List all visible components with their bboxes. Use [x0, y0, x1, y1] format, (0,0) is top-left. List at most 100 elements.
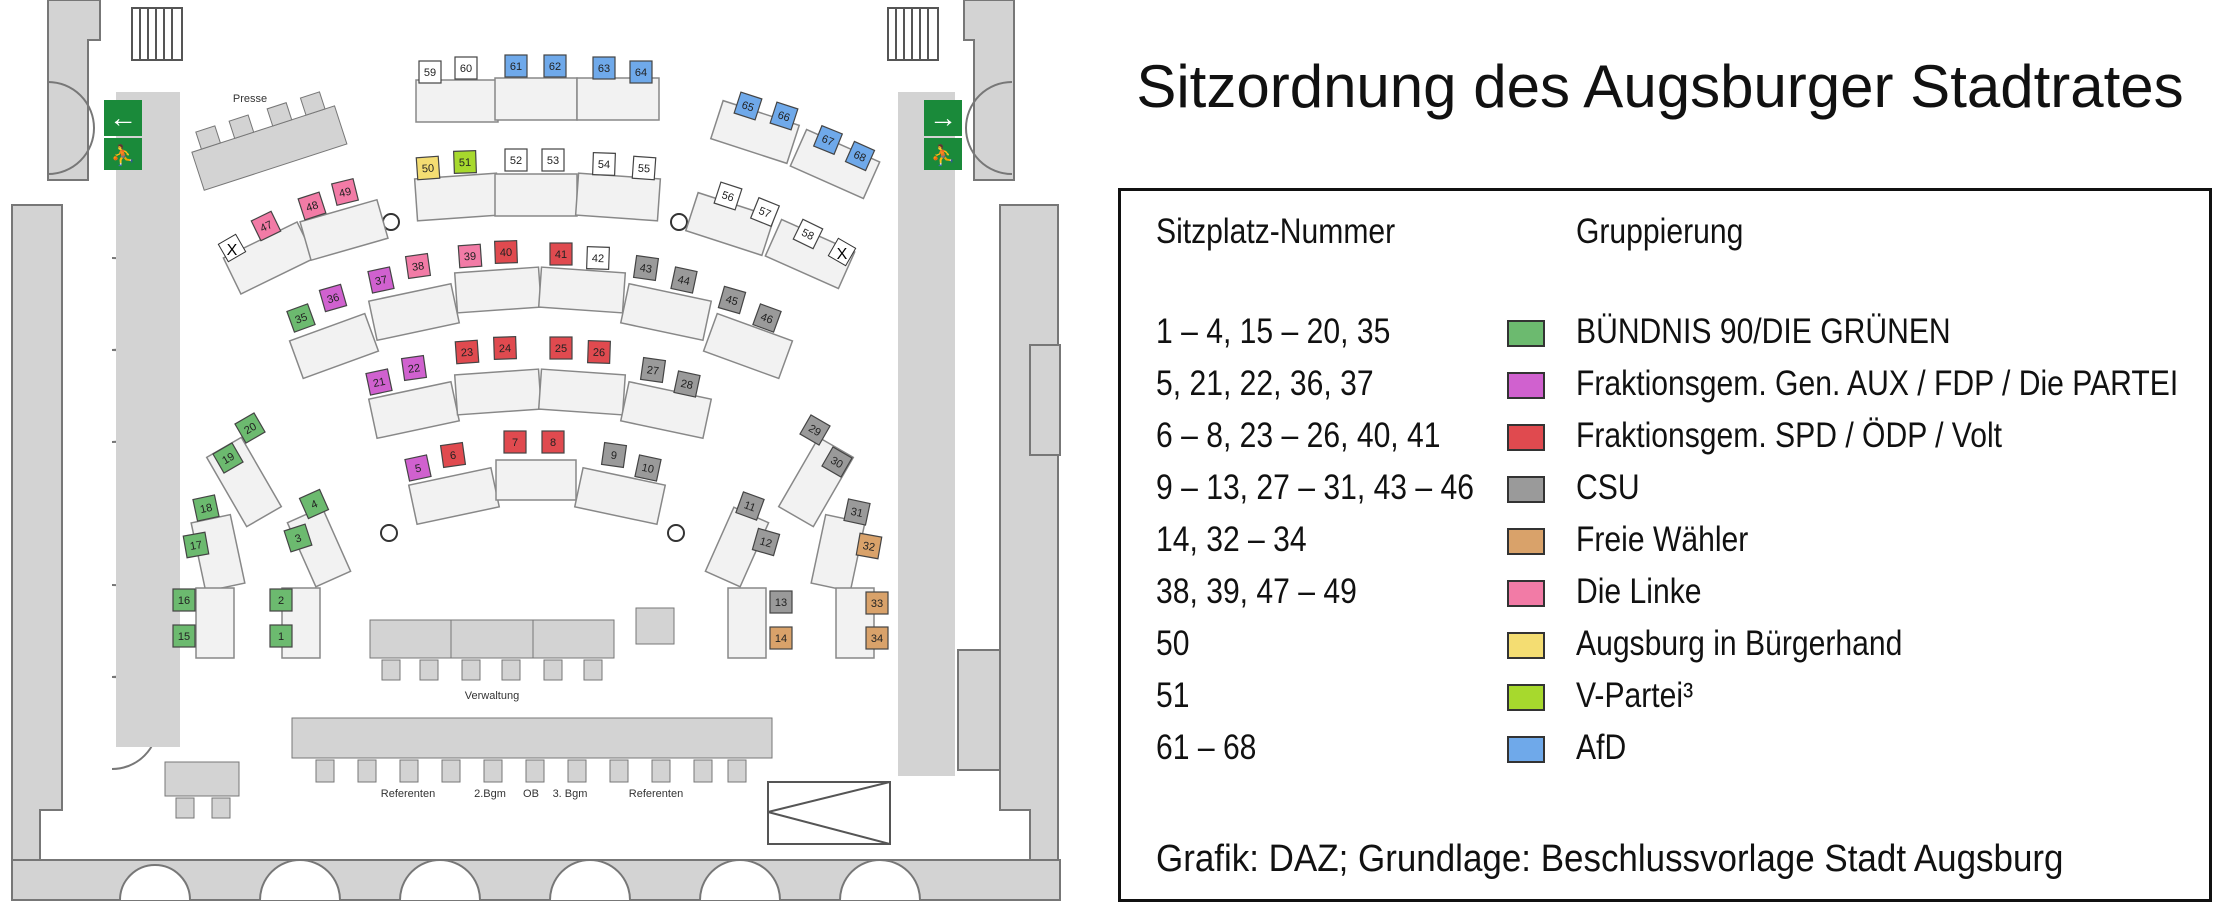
- mayor-2-label: 2.Bgm: [474, 788, 506, 800]
- seat-8: 8: [541, 430, 565, 454]
- seat-6-label: 6: [449, 450, 457, 463]
- seat-22-box: [400, 354, 428, 382]
- legend-swatch-4: [1507, 476, 1545, 503]
- seat-49: 49: [330, 177, 360, 207]
- seat-17-label: 17: [189, 539, 203, 553]
- seat-33-box: [865, 591, 889, 615]
- seat-68: 68: [844, 140, 876, 172]
- seat-5-label: 5: [414, 462, 422, 475]
- seat-40-label: 40: [500, 247, 513, 259]
- page-title: Sitzordnung des Augsburger Stadtrates: [1136, 53, 2184, 120]
- svg-text:←: ←: [109, 102, 137, 133]
- seat-47-box: [250, 210, 282, 242]
- seat-31: 31: [843, 498, 871, 526]
- seat-66-box: [769, 101, 799, 131]
- seat-6-box: [439, 441, 467, 469]
- seat-12: 12: [751, 527, 781, 557]
- seat-63-label: 63: [598, 63, 610, 75]
- seat-9-box: [600, 441, 628, 469]
- seat-55-box: [631, 155, 657, 181]
- seat-46: 46: [752, 303, 782, 333]
- seat-14: 14: [769, 626, 793, 650]
- seat-50-box: [415, 155, 441, 181]
- seat-15-box: [172, 624, 196, 648]
- seat-23-label: 23: [461, 347, 474, 360]
- seat-59-label: 59: [424, 67, 436, 79]
- seat-42: 42: [586, 246, 610, 270]
- seat-22-label: 22: [407, 362, 421, 376]
- desk-2: [494, 77, 578, 121]
- seat-40: 40: [494, 240, 518, 264]
- seat-29-label: 29: [806, 423, 823, 440]
- seat-54: 54: [592, 152, 616, 176]
- seat-34-label: 34: [871, 633, 883, 645]
- seat-29: 29: [799, 414, 831, 446]
- seat-60: 60: [454, 56, 478, 80]
- seat-62-box: [543, 54, 567, 78]
- svg-text:⛹: ⛹: [931, 143, 956, 167]
- legend-seats-3: 6 – 8, 23 – 26, 40, 41: [1156, 416, 1441, 455]
- seat-52-box: [504, 148, 528, 172]
- seat-3: 3: [283, 523, 313, 553]
- legend-swatch-6: [1507, 580, 1545, 607]
- desk-17: [619, 282, 713, 342]
- seat-54-box: [592, 152, 616, 176]
- desk-3: [576, 77, 660, 121]
- seat-59: 59: [418, 60, 442, 84]
- seat-2-box: [269, 588, 293, 612]
- seat-28-label: 28: [680, 378, 694, 392]
- seat-23-box: [454, 339, 480, 365]
- seat-54-label: 54: [598, 159, 611, 171]
- lord-mayor-label: OB: [523, 788, 539, 800]
- desk-8: [574, 172, 662, 222]
- seat-58-label: 58: [799, 227, 815, 243]
- legend-swatch-5: [1507, 528, 1545, 555]
- seat-34: 34: [865, 626, 889, 650]
- seat-52-label: 52: [510, 155, 522, 167]
- seat-22: 22: [400, 354, 428, 382]
- seat-48-label: 48: [305, 199, 320, 214]
- seat-24: 24: [493, 336, 517, 360]
- exit-sign-left: ← ⛹: [104, 100, 142, 170]
- seat-25-box: [549, 336, 573, 360]
- seat-35-label: 35: [294, 311, 310, 326]
- seat-65: 65: [733, 91, 763, 121]
- seat-30-label: 30: [828, 455, 845, 472]
- seat-5-box: [404, 454, 432, 482]
- seat-6: 6: [439, 441, 467, 469]
- administration-label: Verwaltung: [465, 690, 519, 702]
- seat-34-box: [865, 626, 889, 650]
- speakers-right-label: Referenten: [629, 788, 683, 800]
- seat-19-box: [212, 442, 244, 474]
- seat-62-label: 62: [549, 61, 561, 73]
- seat-7-box: [503, 430, 527, 454]
- desk-28: [195, 587, 235, 659]
- seat-35-box: [286, 303, 316, 333]
- seat-50: 50: [415, 155, 441, 181]
- desk-33: [777, 436, 855, 528]
- svg-text:⛹: ⛹: [111, 143, 136, 167]
- legend-seats-6: 38, 39, 47 – 49: [1156, 572, 1357, 611]
- seat-27: 27: [639, 356, 667, 384]
- legend-swatch-7: [1507, 632, 1545, 659]
- seat-48: 48: [297, 191, 327, 221]
- desk-22: [619, 380, 713, 440]
- seat-25: 25: [549, 336, 573, 360]
- legend-seats-1: 1 – 4, 15 – 20, 35: [1156, 312, 1391, 351]
- seat-64: 64: [629, 60, 653, 84]
- desk-25: [573, 466, 667, 526]
- legend-seats-4: 9 – 13, 27 – 31, 43 – 46: [1156, 468, 1474, 507]
- seat-4-box: [298, 488, 330, 520]
- stair-box: [767, 781, 891, 845]
- seat-59-box: [418, 60, 442, 84]
- seat-10: 10: [634, 454, 662, 482]
- seat-14-label: 14: [775, 633, 787, 645]
- seat-55: 55: [631, 155, 657, 181]
- legend-group-6: Die Linke: [1576, 572, 1702, 611]
- seat-39-box: [457, 243, 483, 269]
- seat-24-label: 24: [499, 343, 512, 355]
- left-aisle: [116, 92, 180, 747]
- seat-64-box: [629, 60, 653, 84]
- seat-64-label: 64: [635, 67, 647, 79]
- seat-65-label: 65: [740, 99, 755, 114]
